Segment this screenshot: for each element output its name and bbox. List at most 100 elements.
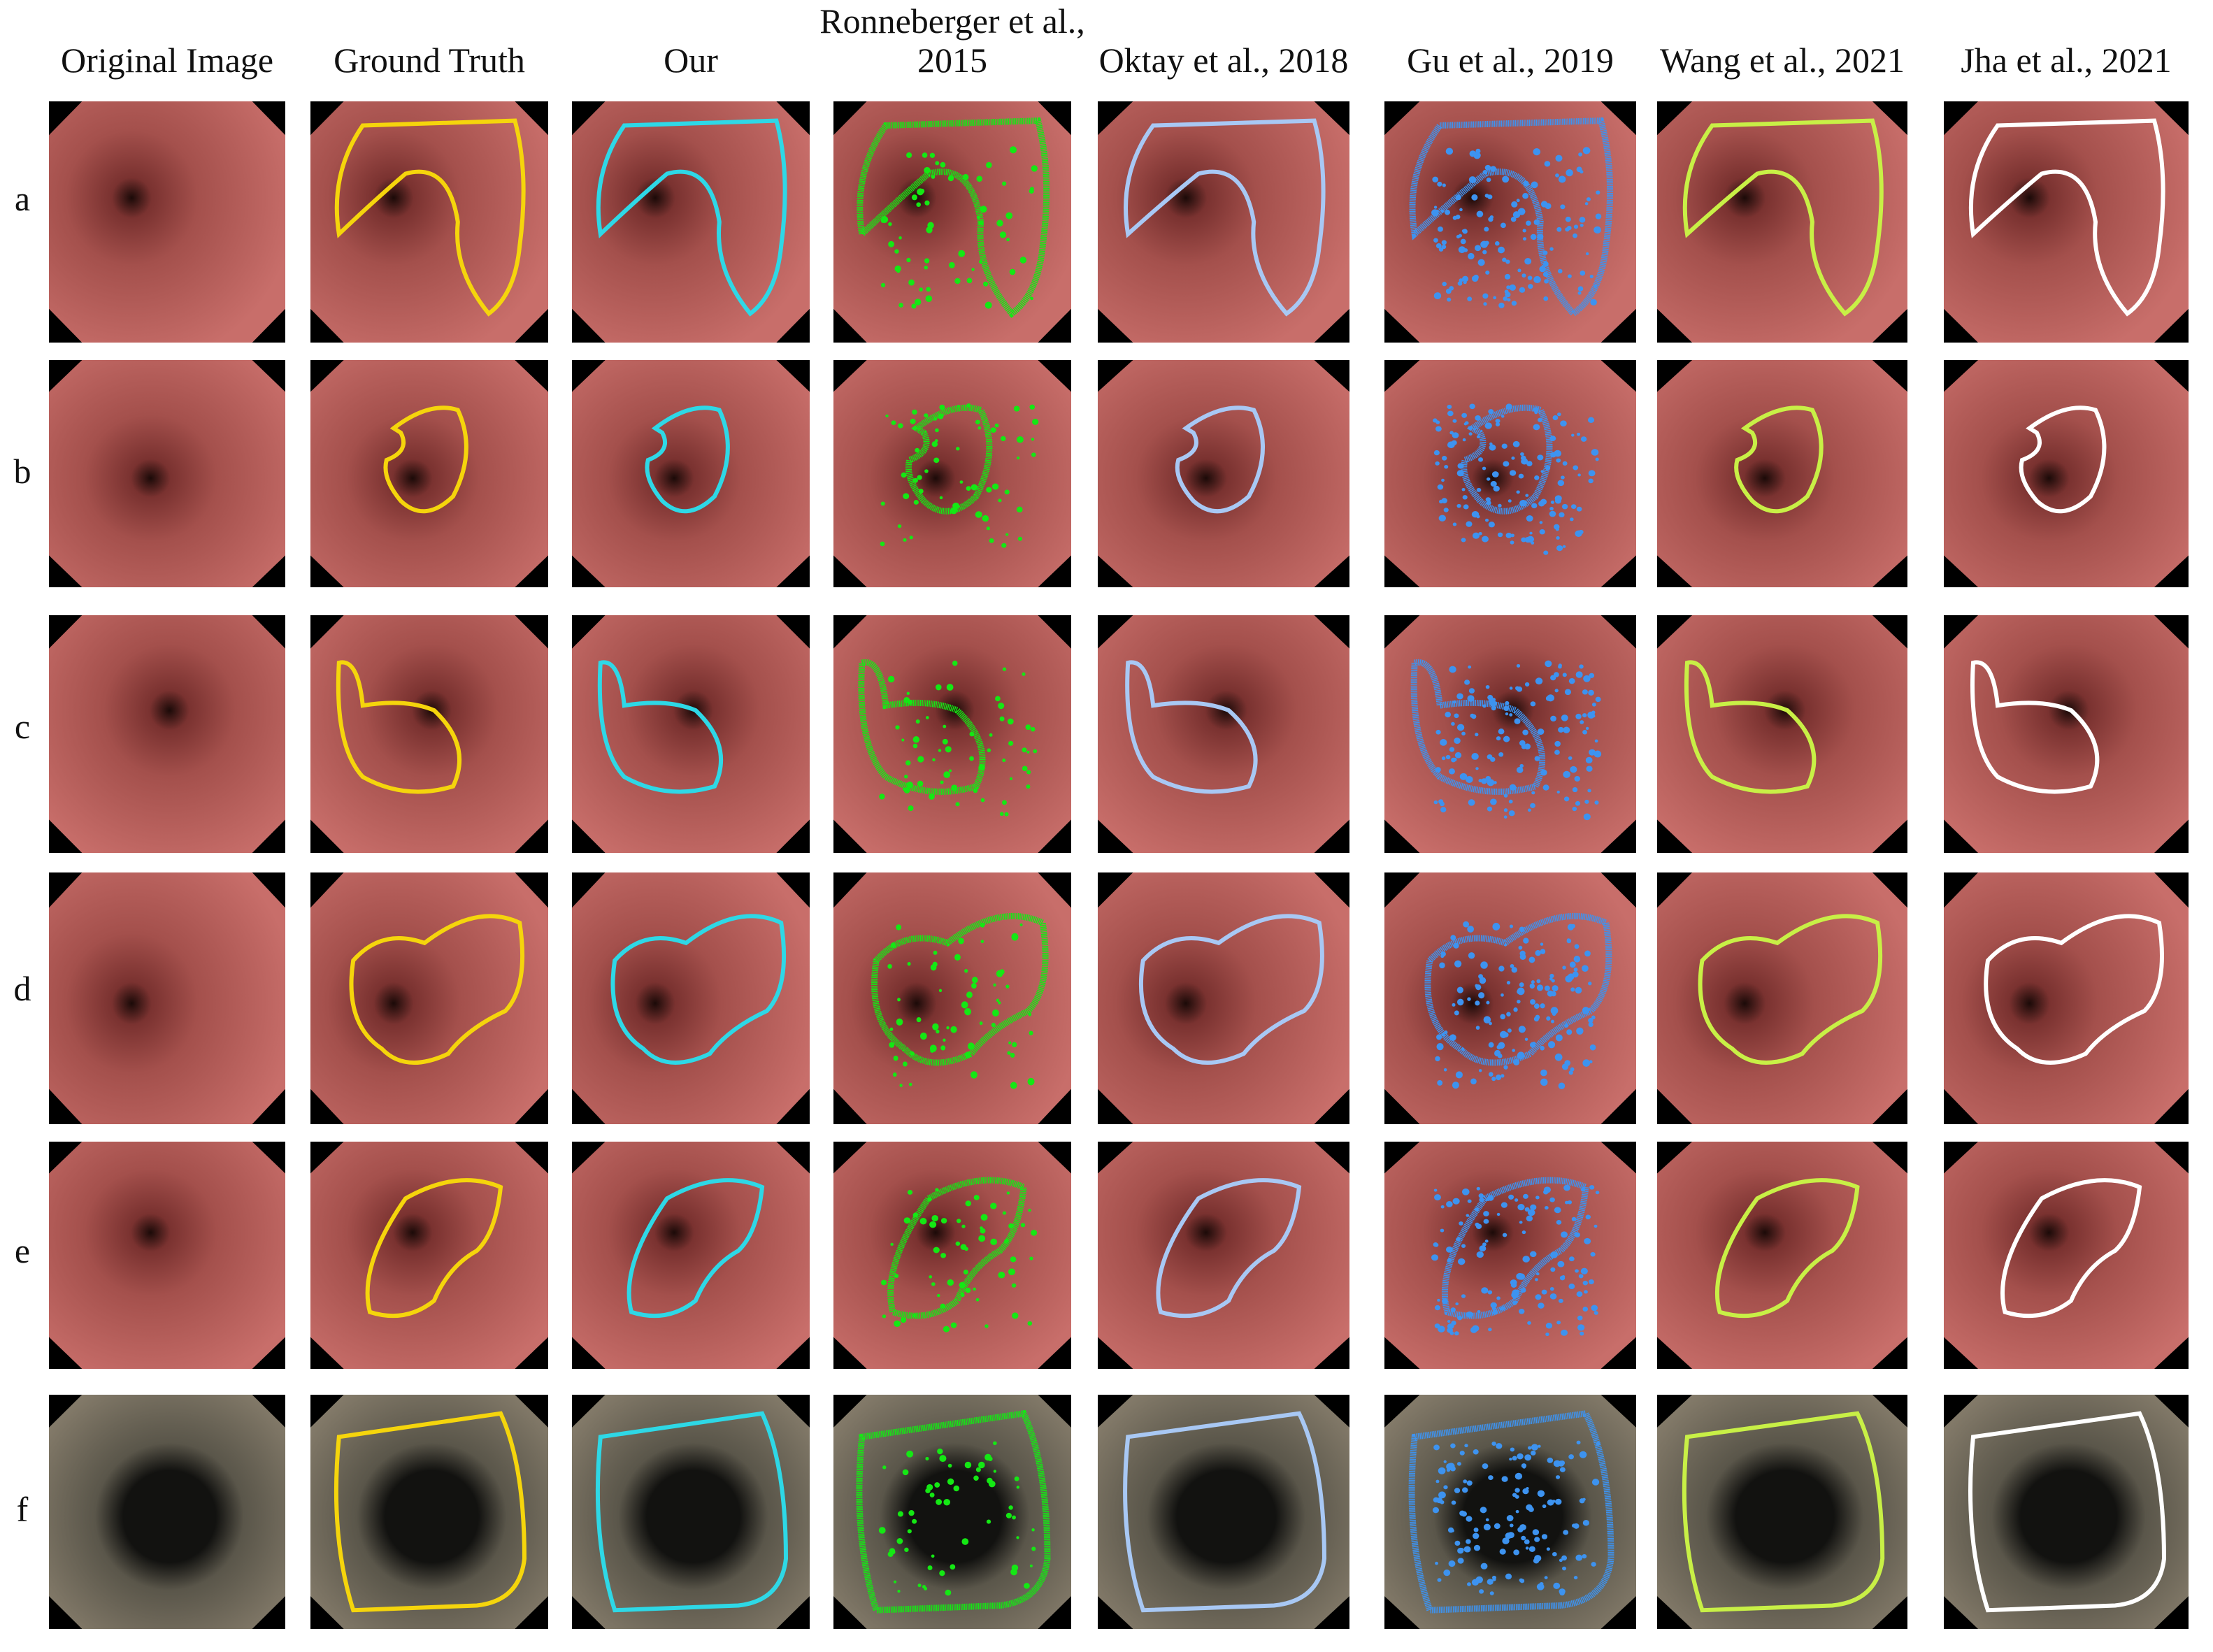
prediction-speckle [1462, 495, 1468, 500]
endoscope-view [1657, 360, 1907, 587]
prediction-speckle [1489, 1021, 1492, 1026]
prediction-speckle [1466, 1214, 1470, 1217]
prediction-speckle [1530, 701, 1536, 707]
prediction-speckle [1025, 724, 1031, 731]
prediction-speckle [925, 295, 933, 303]
prediction-speckle [1506, 981, 1511, 985]
prediction-speckle [1568, 1070, 1573, 1075]
prediction-speckle [1579, 217, 1586, 223]
prediction-speckle [1500, 222, 1506, 229]
prediction-speckle [1459, 1451, 1465, 1456]
endoscopy-image-b-7 [1944, 360, 2189, 587]
prediction-speckle [1547, 694, 1554, 702]
prediction-speckle [1454, 1010, 1459, 1016]
prediction-speckle [1526, 515, 1533, 522]
endoscopy-image-a-6 [1657, 101, 1907, 343]
prediction-speckle [1568, 1454, 1575, 1460]
prediction-speckle [1456, 724, 1465, 731]
prediction-speckle [917, 1583, 922, 1588]
prediction-speckle [926, 287, 931, 292]
prediction-speckle [939, 496, 943, 500]
prediction-speckle [1542, 271, 1549, 278]
prediction-speckle [903, 696, 910, 703]
prediction-speckle [890, 942, 896, 949]
prediction-speckle [1462, 229, 1468, 234]
prediction-speckle [959, 1281, 966, 1288]
prediction-speckle [1008, 1223, 1014, 1229]
prediction-speckle [1535, 1272, 1540, 1276]
prediction-speckle [961, 1538, 969, 1545]
prediction-speckle [1550, 715, 1556, 722]
segmentation-contour [1686, 662, 1814, 791]
prediction-speckle [1575, 530, 1582, 537]
prediction-speckle [1547, 990, 1554, 997]
prediction-speckle [1501, 1476, 1508, 1482]
prediction-speckle [960, 1244, 967, 1251]
prediction-speckle [1433, 206, 1438, 209]
prediction-speckle [954, 954, 961, 961]
prediction-speckle [924, 258, 930, 264]
prediction-speckle [1501, 1202, 1507, 1208]
prediction-speckle [1461, 1487, 1468, 1493]
prediction-speckle [1519, 982, 1524, 987]
segmentation-contour [647, 408, 727, 511]
prediction-speckle [925, 1488, 931, 1494]
prediction-speckle [1503, 808, 1508, 812]
prediction-speckle [1476, 487, 1482, 492]
prediction-speckle [1017, 456, 1020, 460]
prediction-speckle [1468, 799, 1475, 806]
prediction-speckle [1516, 490, 1520, 494]
prediction-speckle [915, 447, 920, 453]
prediction-speckle [955, 1241, 961, 1247]
prediction-speckle [924, 413, 929, 418]
prediction-speckle [1556, 536, 1560, 540]
prediction-speckle [1553, 1582, 1561, 1589]
prediction-speckle [1530, 1204, 1537, 1211]
prediction-speckle [1558, 1298, 1563, 1303]
prediction-speckle [912, 409, 917, 415]
prediction-speckle [1482, 250, 1487, 254]
prediction-speckle [1440, 1205, 1445, 1209]
prediction-speckle [1503, 815, 1507, 819]
prediction-speckle [915, 299, 922, 306]
prediction-speckle [919, 188, 925, 194]
prediction-speckle [953, 1485, 960, 1492]
prediction-speckle [1556, 1219, 1562, 1225]
endoscope-view [572, 1142, 810, 1369]
prediction-speckle [1554, 495, 1562, 502]
prediction-speckle [1467, 997, 1471, 1001]
prediction-speckle [880, 541, 885, 547]
endoscope-view [572, 1395, 810, 1629]
prediction-speckle [1554, 689, 1559, 693]
prediction-speckle [1440, 209, 1445, 213]
prediction-speckle [1596, 1442, 1600, 1446]
segmentation-contour [1412, 121, 1610, 314]
prediction-speckle [1442, 183, 1446, 187]
prediction-speckle [1461, 488, 1466, 491]
prediction-speckle [1499, 1549, 1506, 1555]
prediction-speckle [1020, 1223, 1026, 1228]
prediction-speckle [933, 1247, 940, 1254]
prediction-speckle [1445, 1246, 1453, 1253]
prediction-speckle [903, 787, 910, 793]
prediction-speckle [1536, 984, 1544, 991]
prediction-speckle [1555, 173, 1559, 178]
prediction-speckle [1029, 404, 1036, 410]
prediction-speckle [1017, 536, 1023, 541]
prediction-speckle [971, 982, 977, 989]
prediction-speckle [976, 175, 983, 182]
prediction-speckle [1471, 753, 1479, 760]
prediction-speckle [971, 484, 977, 491]
prediction-speckle [1504, 273, 1511, 280]
prediction-speckle [1577, 1324, 1585, 1331]
prediction-speckle [1534, 756, 1540, 761]
segmentation-contour [860, 121, 1047, 314]
prediction-speckle [1483, 1219, 1489, 1224]
endoscopy-image-b-2 [572, 360, 810, 587]
prediction-speckle [1563, 1184, 1570, 1191]
prediction-speckle [1575, 713, 1582, 719]
prediction-speckle [1568, 1284, 1575, 1290]
prediction-speckle [1437, 1578, 1442, 1582]
prediction-speckle [1510, 540, 1514, 545]
prediction-speckle [880, 501, 885, 506]
